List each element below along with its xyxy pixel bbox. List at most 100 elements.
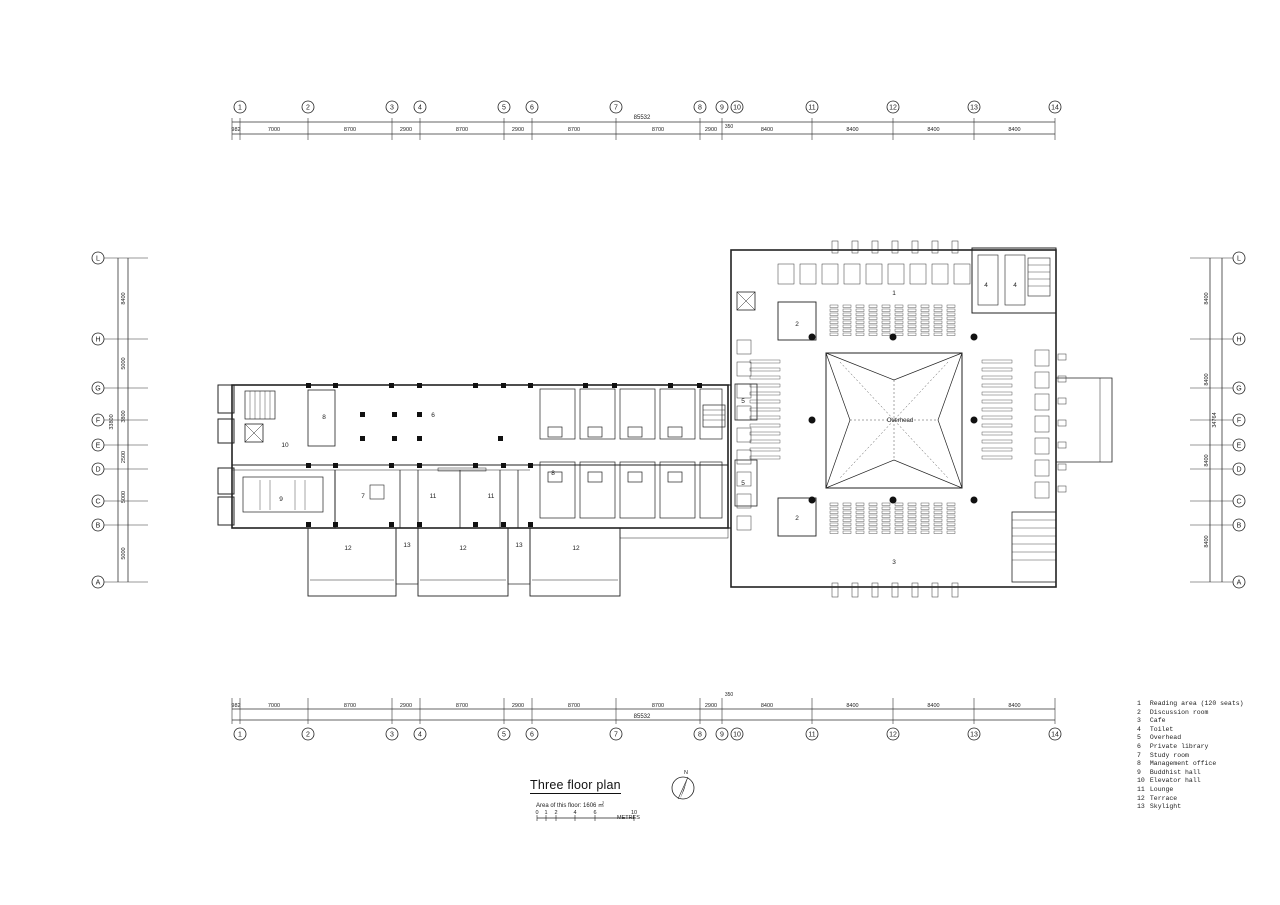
reading-desk bbox=[981, 415, 1013, 420]
reading-desk bbox=[881, 304, 891, 308]
grid-bubble-4 bbox=[413, 727, 427, 741]
reading-desk bbox=[894, 510, 904, 514]
reading-desk bbox=[907, 332, 917, 336]
title-block: Three floor plan Area of this floor: 160… bbox=[530, 776, 621, 809]
grid-bubble-1 bbox=[233, 727, 247, 741]
reading-desk bbox=[868, 308, 878, 312]
right-dimension-0: 8400 bbox=[1204, 292, 1210, 304]
grid-bubble-8 bbox=[693, 727, 707, 741]
reading-desk bbox=[933, 304, 943, 308]
reading-desk bbox=[946, 304, 956, 308]
table-cluster bbox=[953, 263, 971, 285]
legend-item: 5 Overhead bbox=[1137, 734, 1244, 743]
scale-tick-2: 2 bbox=[554, 810, 557, 816]
x-dimension-3: 2900 bbox=[400, 127, 412, 133]
reading-desk bbox=[981, 447, 1013, 452]
reading-desk bbox=[981, 439, 1013, 444]
grid-bubble-11 bbox=[805, 727, 819, 741]
seat bbox=[851, 240, 859, 254]
overhead-label: Overhead bbox=[887, 418, 913, 424]
reading-desk bbox=[907, 320, 917, 324]
grid-bubble-7 bbox=[609, 727, 623, 741]
seat bbox=[1057, 463, 1067, 471]
grid-label-A: A bbox=[96, 580, 101, 587]
x-dimension-12: 8400 bbox=[1008, 703, 1020, 709]
room-label-4-a: 4 bbox=[984, 282, 988, 289]
table-cluster bbox=[1034, 393, 1050, 411]
grid-bubble-13 bbox=[967, 100, 981, 114]
seat bbox=[931, 582, 939, 598]
reading-desk bbox=[855, 510, 865, 514]
right-dimension-3: 8400 bbox=[1204, 535, 1210, 547]
north-label: N bbox=[684, 770, 688, 776]
reading-desk bbox=[881, 332, 891, 336]
room-label-13-a: 13 bbox=[403, 542, 411, 549]
reading-desk bbox=[749, 415, 781, 420]
reading-desk bbox=[933, 308, 943, 312]
seat bbox=[911, 240, 919, 254]
grid-bubble-5 bbox=[497, 100, 511, 114]
left-dimension-1: 5000 bbox=[121, 357, 127, 369]
seat bbox=[951, 582, 959, 598]
seat bbox=[851, 582, 859, 598]
reading-desk bbox=[946, 502, 956, 506]
grid-bubble-10 bbox=[730, 727, 744, 741]
room-label-5-south: 5 bbox=[741, 480, 745, 487]
reading-desk bbox=[933, 312, 943, 316]
reading-desk bbox=[868, 316, 878, 320]
x-dimension-7: 8700 bbox=[652, 127, 664, 133]
grid-label-9: 9 bbox=[720, 105, 724, 112]
reading-desk bbox=[868, 506, 878, 510]
reading-desk bbox=[894, 320, 904, 324]
x-dimension-6: 8700 bbox=[568, 127, 580, 133]
reading-desk bbox=[855, 312, 865, 316]
reading-desk bbox=[842, 522, 852, 526]
x-dimension-11: 8400 bbox=[927, 127, 939, 133]
x-dimension-5: 2900 bbox=[512, 703, 524, 709]
right-dimension-1: 8400 bbox=[1204, 373, 1210, 385]
legend-number: 3 bbox=[1137, 717, 1141, 725]
reading-desk bbox=[749, 391, 781, 396]
reading-desk bbox=[933, 510, 943, 514]
grid-label-F: F bbox=[1237, 418, 1241, 425]
seat bbox=[1057, 441, 1067, 449]
top-overall-dimension: 85532 bbox=[634, 115, 651, 121]
reading-desk bbox=[907, 308, 917, 312]
reading-desk bbox=[946, 316, 956, 320]
grid-bubble-5 bbox=[497, 727, 511, 741]
reading-desk bbox=[981, 399, 1013, 404]
reading-desk bbox=[855, 518, 865, 522]
legend-item: 12 Terrace bbox=[1137, 795, 1244, 804]
reading-desk bbox=[829, 304, 839, 308]
reading-desk bbox=[842, 328, 852, 332]
reading-desk bbox=[881, 506, 891, 510]
reading-desk bbox=[749, 455, 781, 460]
reading-desk bbox=[829, 328, 839, 332]
left-dimension-5: 5000 bbox=[121, 547, 127, 559]
reading-desk bbox=[907, 510, 917, 514]
room-label-12-a: 12 bbox=[344, 545, 352, 552]
legend-label: Cafe bbox=[1149, 717, 1166, 725]
x-dimension-3: 2900 bbox=[400, 703, 412, 709]
reading-desk bbox=[881, 518, 891, 522]
reading-desk bbox=[907, 304, 917, 308]
reading-desk bbox=[920, 502, 930, 506]
reading-desk bbox=[946, 328, 956, 332]
legend-item: 3 Cafe bbox=[1137, 717, 1244, 726]
reading-desk bbox=[920, 518, 930, 522]
reading-desk bbox=[920, 522, 930, 526]
grid-label-4: 4 bbox=[418, 732, 422, 739]
table-cluster bbox=[736, 339, 752, 355]
reading-desk bbox=[920, 530, 930, 534]
legend-item: 6 Private library bbox=[1137, 743, 1244, 752]
reading-desk bbox=[920, 304, 930, 308]
reading-desk bbox=[855, 328, 865, 332]
table-cluster bbox=[1034, 437, 1050, 455]
reading-desk bbox=[920, 312, 930, 316]
grid-label-7: 7 bbox=[614, 732, 618, 739]
seat bbox=[1057, 397, 1067, 405]
grid-label-7: 7 bbox=[614, 105, 618, 112]
reading-desk bbox=[829, 514, 839, 518]
legend-number: 8 bbox=[1137, 760, 1141, 768]
